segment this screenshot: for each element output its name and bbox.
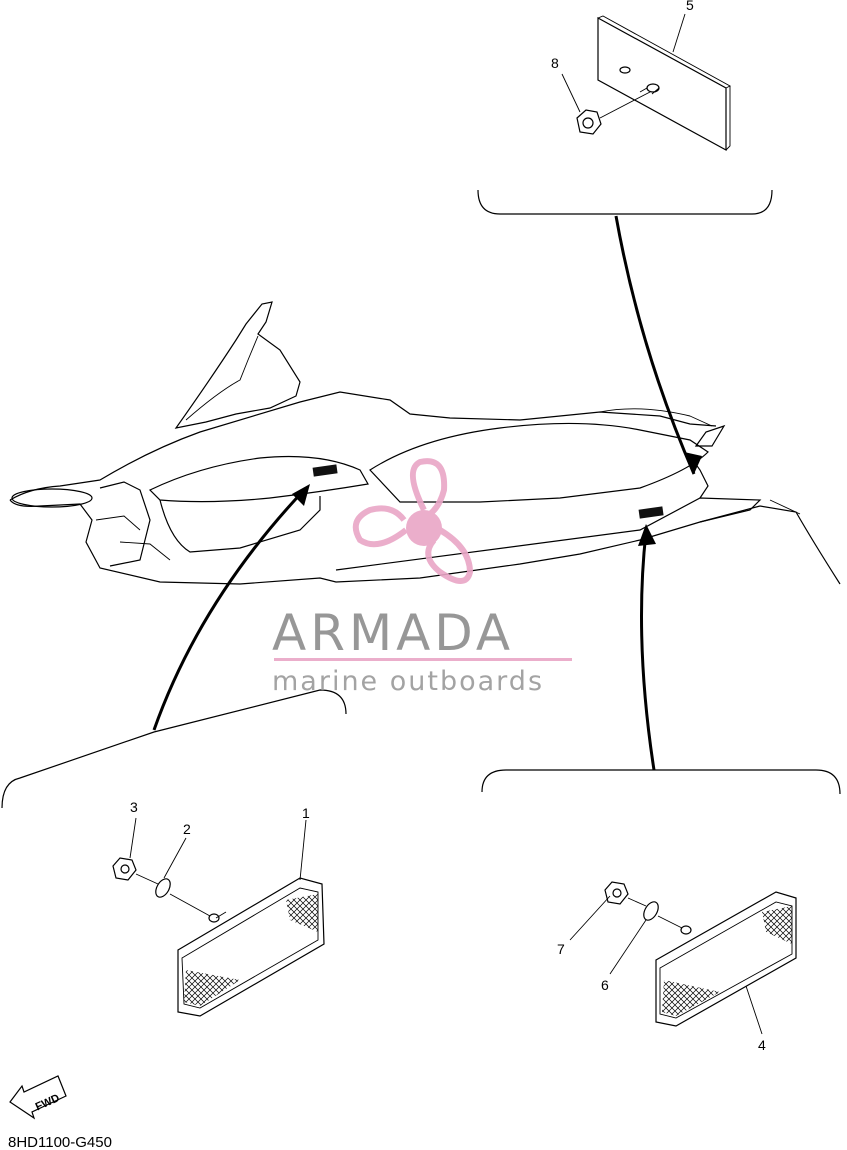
callout-6: 6 — [601, 977, 609, 993]
watermark-subtitle: marine outboards — [272, 666, 544, 697]
fwd-label: FWD — [34, 1092, 62, 1113]
armada-watermark: ARMADA marine outboards — [272, 458, 572, 697]
watermark-title: ARMADA — [272, 604, 514, 662]
callout-4: 4 — [758, 1037, 766, 1053]
detail-frame-right — [481, 769, 841, 795]
detail-left-side-reflector — [1, 689, 347, 1017]
callout-1: 1 — [302, 805, 310, 821]
washer-part-6 — [643, 901, 659, 921]
body-reflector-front — [312, 464, 338, 477]
drawing-code: 8HD1100-G450 — [8, 1134, 112, 1150]
fwd-arrow-icon: FWD — [9, 1075, 67, 1120]
watermark-divider — [274, 658, 572, 661]
callout-labels: 5 8 3 2 1 7 6 4 — [130, 0, 766, 1053]
detail-top-rear-reflector — [477, 13, 773, 215]
windshield — [174, 301, 301, 429]
detail-frame-top — [477, 189, 773, 215]
front-bumper — [11, 488, 93, 508]
callout-3: 3 — [130, 799, 138, 815]
body-reflector-rear — [638, 506, 664, 519]
washer-part-2 — [155, 878, 171, 898]
detail-frame-left — [1, 689, 347, 809]
propeller-logo-icon — [352, 458, 474, 584]
callout-8: 8 — [551, 55, 559, 71]
callout-7: 7 — [557, 941, 565, 957]
propeller-hub — [406, 510, 442, 546]
pointer-lines — [152, 215, 702, 771]
detail-right-side-reflector — [481, 769, 841, 1035]
callout-5: 5 — [686, 0, 694, 13]
callout-2: 2 — [183, 821, 191, 837]
plate-part-5 — [597, 16, 727, 152]
